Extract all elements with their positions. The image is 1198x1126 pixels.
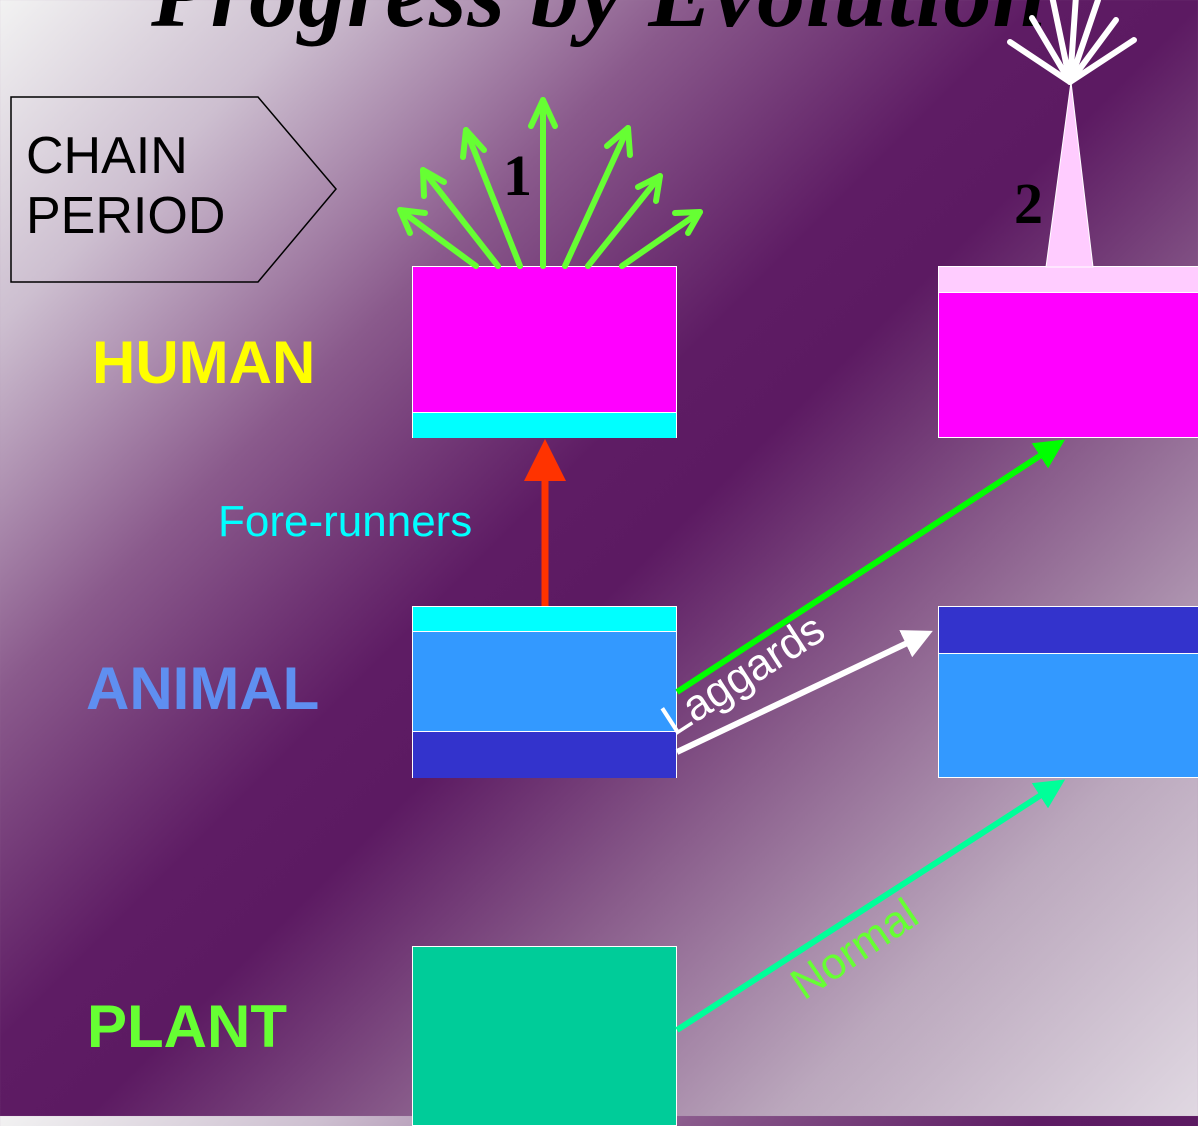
fan-lines	[1007, 0, 1137, 85]
radiating-arrow-head	[460, 127, 487, 160]
marker-2: 2	[1014, 171, 1043, 236]
radiating-arrow-head	[420, 167, 447, 199]
animal-to-human-arrow	[675, 439, 1066, 695]
radiating-arrows	[397, 97, 703, 269]
chain-label-line1: CHAIN	[26, 127, 188, 185]
laggard-band-animal	[413, 731, 676, 778]
plant-block-1	[412, 946, 677, 1126]
chain-label-line2: PERIOD	[26, 187, 226, 245]
chain-period-label: CHAIN PERIOD	[26, 126, 225, 246]
radiating-arrow	[562, 125, 631, 269]
radiating-arrow-head	[635, 173, 663, 204]
human-block-1	[412, 266, 677, 438]
row-label-human: HUMAN	[92, 329, 316, 396]
animal-block-1	[412, 606, 677, 778]
animal-block-2	[938, 606, 1198, 778]
marker-1: 1	[503, 143, 532, 208]
human-block-2	[938, 266, 1198, 438]
radiating-arrow-head	[528, 97, 558, 129]
radiating-arrow	[420, 167, 501, 269]
row-label-animal: ANIMAL	[86, 655, 320, 722]
forerunner-band-human	[413, 412, 676, 438]
forerunners-label: Fore-runners	[218, 497, 473, 546]
laggard-arrow	[675, 630, 933, 755]
radiating-arrow-head	[672, 209, 703, 236]
laggard-band-col2	[939, 607, 1198, 654]
forerunner-band-animal	[413, 607, 676, 632]
radiating-arrow	[585, 173, 663, 269]
radiating-arrow-head	[397, 207, 428, 236]
slide-title: Progress by Evolution	[0, 0, 1198, 49]
normal-arrow	[675, 779, 1066, 1033]
human-top-band	[939, 267, 1198, 293]
radiating-arrow	[397, 207, 479, 269]
row-label-plant: PLANT	[87, 993, 287, 1060]
radiating-arrow	[619, 209, 703, 269]
radiating-arrow-head	[604, 125, 633, 158]
radiating-arrow	[463, 127, 523, 269]
spike-beam	[1045, 81, 1094, 268]
chain-period-box	[10, 96, 338, 284]
